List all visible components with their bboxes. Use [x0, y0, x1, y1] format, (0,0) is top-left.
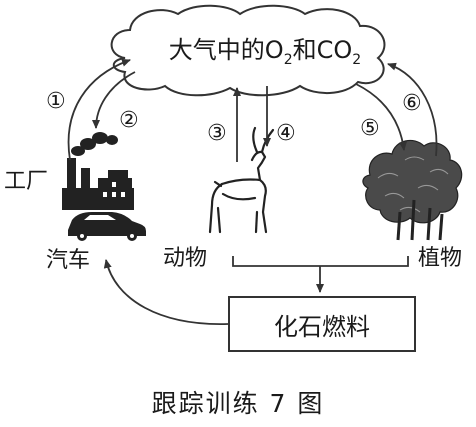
arrow-fossil-to-car [103, 259, 229, 325]
fossil-fuel-label: 化石燃料 [274, 312, 370, 341]
arrow-label-5: ⑤ [360, 116, 380, 141]
arrow-label-1: ① [46, 89, 66, 114]
arrow-2 [92, 71, 136, 129]
factory-label: 工厂 [4, 169, 49, 194]
arrow-5 [355, 83, 407, 151]
atmosphere-label: 大气中的O2和CO2 [168, 36, 362, 68]
atmosphere-cloud [110, 4, 386, 97]
arrow-6 [387, 62, 438, 157]
factory-icon [62, 132, 134, 210]
arrow-1 [67, 58, 131, 161]
car-label: 汽车 [46, 248, 91, 273]
figure-caption: 跟踪训练 7 图 [151, 389, 325, 418]
arrow-label-2: ② [119, 108, 139, 133]
car-icon [68, 212, 146, 241]
arrow-label-4: ④ [276, 121, 296, 146]
tree-icon [362, 139, 463, 241]
arrow-label-6: ⑥ [402, 91, 422, 116]
bracket-connector [232, 256, 409, 267]
fossil-fuel-box: 化石燃料 [228, 296, 416, 352]
arrow-label-3: ③ [207, 121, 227, 146]
plant-label: 植物 [418, 246, 463, 271]
animal-label: 动物 [163, 246, 208, 271]
